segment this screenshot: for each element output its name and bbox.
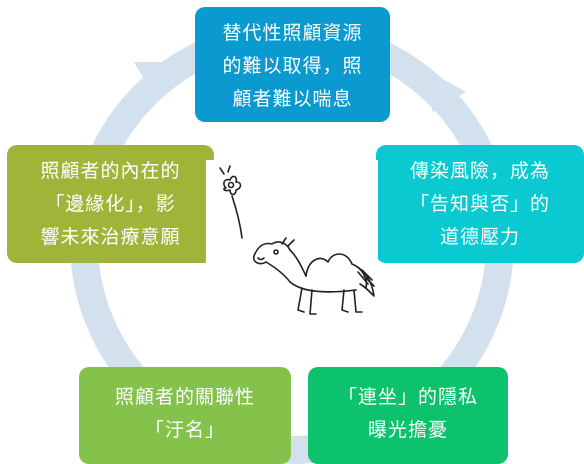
node-top-line-3: 顧者難以喘息 (232, 88, 353, 110)
node-bottom-left-line-2: 「汙名」 (144, 419, 225, 441)
node-bottom-left-line-1: 照顧者的關聯性 (114, 386, 255, 408)
node-internal-marginalization: 照顧者的內在的 「邊緣化」，影 響未來治療意願 (7, 145, 214, 263)
node-left-line-2: 「邊緣化」，影 (45, 193, 176, 215)
node-associative-stigma: 照顧者的關聯性 「汙名」 (79, 367, 291, 464)
node-bottom-right-line-2: 曝光擔憂 (367, 419, 448, 441)
node-right-line-2: 「告知與否」的 (409, 193, 550, 215)
node-top-line-2: 的難以取得，照 (222, 55, 363, 77)
node-privacy-exposure: 「連坐」的隱私 曝光擔憂 (308, 367, 508, 464)
node-infection-risk: 傳染風險，成為 「告知與否」的 道德壓力 (376, 145, 584, 263)
node-alternative-care-resources: 替代性照顧資源 的難以取得，照 顧者難以喘息 (195, 7, 390, 122)
node-right-line-1: 傳染風險，成為 (409, 160, 550, 182)
node-left-line-3: 響未來治療意願 (40, 226, 181, 248)
node-right-line-3: 道德壓力 (439, 226, 520, 248)
cycle-arrowhead-top-right (430, 72, 466, 112)
node-bottom-right-line-1: 「連坐」的隱私 (337, 386, 478, 408)
node-left-line-1: 照顧者的內在的 (40, 160, 181, 182)
cycle-arrowhead-top-left (134, 62, 172, 96)
camel-cartoon-image (206, 160, 378, 320)
node-top-line-1: 替代性照顧資源 (222, 22, 363, 44)
